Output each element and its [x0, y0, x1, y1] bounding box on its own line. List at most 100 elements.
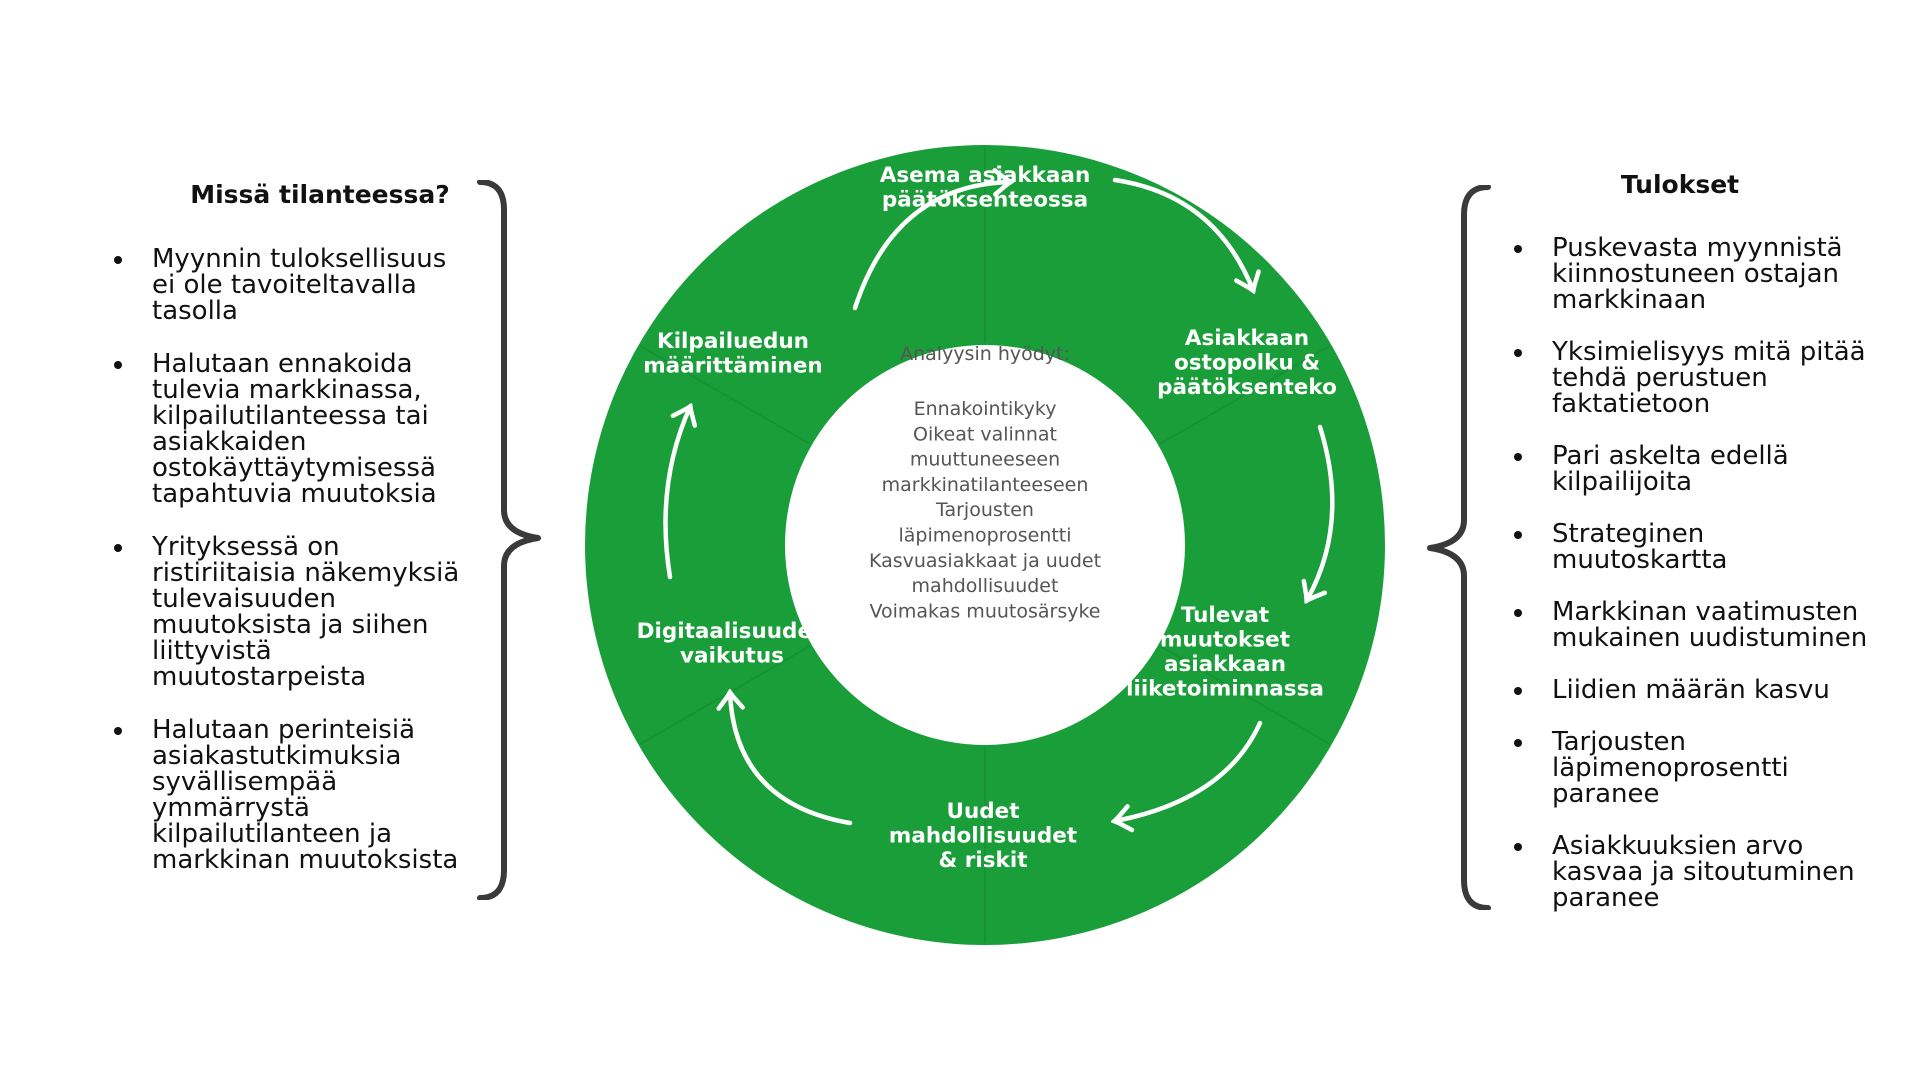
bullet-icon: [1514, 453, 1522, 461]
segment-tulevat-muutokset-label-line: asiakkaan: [1164, 652, 1286, 677]
cycle-arrow-icon: [1115, 720, 1263, 821]
left-panel-item-line: ei ole tavoiteltavalla: [152, 270, 417, 300]
segment-digitaalisuus-label-line: Digitaalisuuden: [637, 619, 828, 644]
center-benefit-line: Tarjousten: [935, 499, 1034, 521]
left-panel-item-line: Halutaan perinteisiä: [152, 715, 415, 745]
segment-divider: [639, 345, 811, 445]
right-panel-item-line: Pari askelta edellä: [1552, 441, 1789, 471]
segment-kilpailuedun-label-line: Kilpailuedun: [657, 329, 809, 354]
right-panel-item-line: markkinaan: [1552, 285, 1707, 315]
left-panel-item-line: kilpailutilanteessa tai: [152, 401, 429, 431]
left-panel-item-line: liittyvistä: [152, 636, 272, 666]
right-panel-item-line: mukainen uudistuminen: [1552, 623, 1868, 653]
bullet-icon: [1514, 349, 1522, 357]
right-panel-item-line: Tarjousten: [1552, 727, 1687, 757]
left-panel-item-line: muutostarpeista: [152, 662, 367, 692]
left-panel-item-line: kilpailutilanteen ja: [152, 819, 393, 849]
bullet-icon: [1514, 531, 1522, 539]
bullet-icon: [114, 256, 122, 264]
right-panel-item-line: tehdä perustuen: [1552, 363, 1768, 393]
bullet-icon: [114, 361, 122, 369]
right-panel-item-line: läpimenoprosentti: [1552, 753, 1789, 783]
center-benefit-line: läpimenoprosentti: [898, 525, 1071, 547]
cycle-arrows: [663, 168, 1335, 833]
right-brace-icon: [1427, 185, 1491, 910]
left-panel: Missä tilanteessa? Myynnin tuloksellisuu…: [110, 180, 490, 900]
left-panel-item-line: muutoksista ja siihen: [152, 610, 429, 640]
center-benefit-line: mahdollisuudet: [912, 575, 1059, 597]
left-panel-item-line: markkinan muutoksista: [152, 845, 459, 875]
center-benefit-line: Voimakas muutosärsyke: [869, 600, 1100, 622]
right-panel-item-line: kilpailijoita: [1552, 467, 1693, 497]
right-panel-title: Tulokset: [1620, 170, 1740, 199]
arrowhead-icon: [1301, 578, 1328, 603]
bullet-icon: [1514, 245, 1522, 253]
cycle-arrow-icon: [852, 182, 1010, 311]
left-panel-item-line: Myynnin tuloksellisuus: [152, 244, 447, 274]
arrowhead-icon: [1112, 804, 1135, 833]
right-panel-item: Liidien määrän kasvu: [1510, 677, 1910, 703]
cycle-arrow-icon: [730, 693, 853, 826]
segment-kilpailuedun-label-line: määrittäminen: [643, 354, 822, 379]
segment-digitaalisuus-label-line: vaikutus: [680, 644, 784, 669]
left-panel-item-line: tulevia markkinassa,: [152, 375, 422, 405]
right-panel-item-line: Asiakkuuksien arvo: [1552, 831, 1804, 861]
right-panel-item-line: faktatietoon: [1552, 389, 1711, 419]
segment-tulevat-muutokset-label-line: liiketoiminnassa: [1126, 677, 1324, 702]
left-panel-item-line: Yrityksessä on: [152, 532, 340, 562]
center-benefit-line: markkinatilanteeseen: [882, 474, 1089, 496]
left-panel-item-line: Halutaan ennakoida: [152, 349, 413, 379]
right-panel-item-line: kiinnostuneen ostajan: [1552, 259, 1840, 289]
bullet-icon: [114, 544, 122, 552]
left-brace-icon: [477, 180, 541, 900]
right-panel-item-line: kasvaa ja sitoutuminen: [1552, 857, 1855, 887]
cycle-arrow-icon: [663, 407, 691, 580]
left-panel-item-line: tasolla: [152, 296, 238, 326]
segment-uudet-mahdollisuudet-label-line: & riskit: [939, 848, 1028, 873]
center-title: Analyysin hyödyt:: [900, 343, 1070, 365]
bullet-icon: [114, 727, 122, 735]
cycle-ring: [585, 145, 1385, 945]
segment-divider: [1159, 345, 1331, 445]
left-panel-item-line: tapahtuvia muutoksia: [152, 479, 437, 509]
right-panel-item-line: Strateginen: [1552, 519, 1705, 549]
bullet-icon: [1514, 687, 1522, 695]
bullet-icon: [1514, 843, 1522, 851]
right-panel-item-line: Liidien määrän kasvu: [1552, 675, 1830, 705]
segment-tulevat-muutokset-label-line: Tulevat: [1181, 603, 1269, 628]
segment-uudet-mahdollisuudet-label-line: Uudet: [946, 799, 1019, 824]
left-panel-item-line: tulevaisuuden: [152, 584, 336, 614]
segment-ostopolku-label-line: ostopolku &: [1174, 351, 1320, 376]
left-panel-item-line: syvällisempää: [152, 767, 338, 797]
bullet-icon: [1514, 739, 1522, 747]
right-panel-item-line: muutoskartta: [1552, 545, 1728, 575]
right-panel-item-line: paranee: [1552, 883, 1660, 913]
left-panel-item-line: asiakastutkimuksia: [152, 741, 402, 771]
cycle-arrow-icon: [1307, 424, 1335, 600]
left-panel-item-line: ostokäyttäytymisessä: [152, 453, 436, 483]
center-benefit-line: Kasvuasiakkaat ja uudet: [869, 550, 1101, 572]
left-panel-item-line: ymmärrystä: [152, 793, 310, 823]
left-panel-item-line: ristiriitaisia näkemyksiä: [152, 558, 460, 588]
center-benefit-line: Ennakointikyky: [914, 398, 1057, 420]
segment-asema-label-line: Asema asiakkaan: [880, 163, 1091, 188]
arrowhead-icon: [1234, 269, 1261, 293]
arrowhead-icon: [670, 404, 698, 428]
